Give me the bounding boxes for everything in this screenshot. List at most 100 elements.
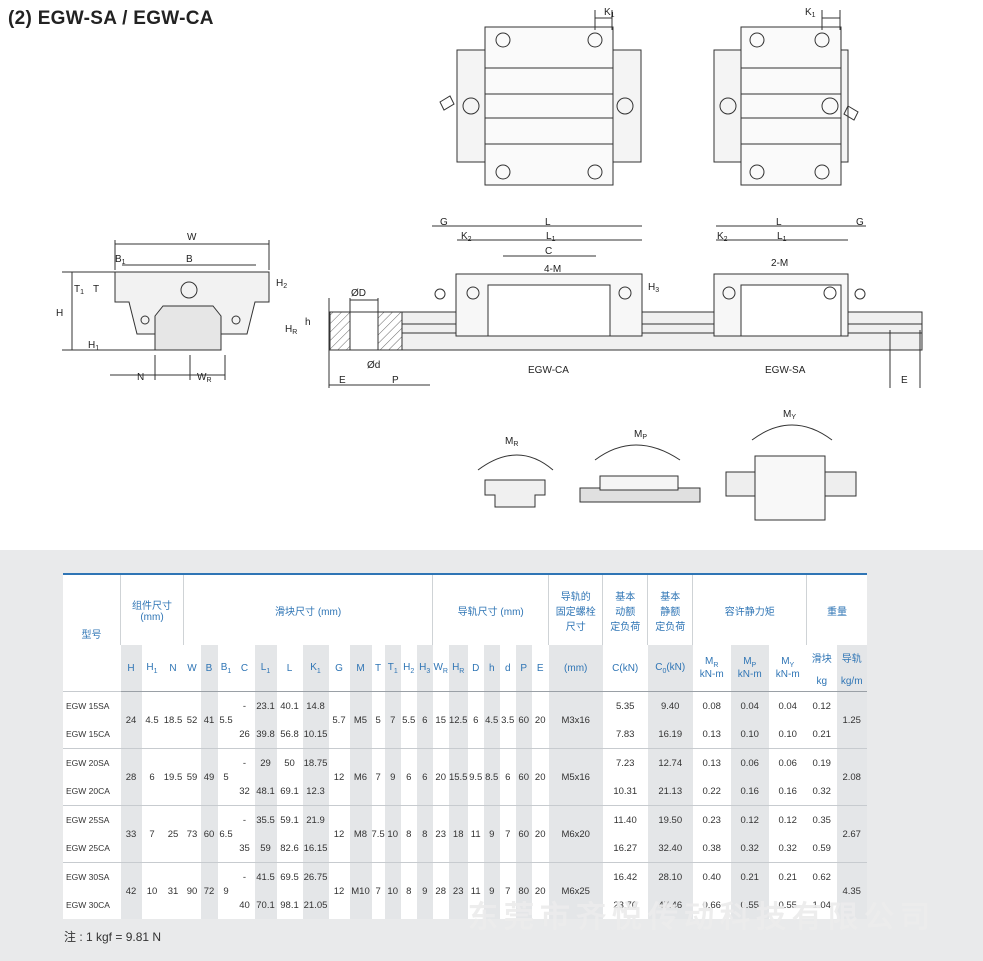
table-cell: 18.5 — [162, 691, 184, 749]
header-block: 滑块尺寸 (mm) — [182, 573, 433, 645]
col-header: N — [162, 645, 184, 692]
table-cell: 12.5 — [448, 691, 468, 749]
table-cell: 69.1 — [280, 785, 299, 797]
table-cell: 3.5 — [499, 691, 516, 749]
table-cell: 0.13 — [692, 748, 731, 777]
label-k1-left: K1 — [604, 7, 615, 19]
side-view — [401, 225, 923, 388]
table-cell: 60 — [515, 748, 532, 806]
col-header: L1 — [254, 645, 277, 692]
table-cell: 28 — [432, 862, 449, 919]
col-header: D — [467, 645, 484, 692]
table-cell: 52 — [183, 691, 201, 749]
table-cell: 0.66 — [702, 899, 721, 911]
table-cell: EGW 30CA — [66, 900, 110, 910]
table-cell: 0.10 — [778, 728, 797, 740]
header-dynamic: 基本 动额 定负荷 — [602, 573, 648, 645]
table-cell: 6 — [467, 691, 484, 749]
table-cell: 7.23 — [602, 748, 648, 777]
table-cell: 20 — [432, 748, 449, 806]
table-cell: 33 — [120, 805, 142, 863]
col-header: HR — [448, 645, 468, 692]
label-h3: H3 — [648, 282, 659, 294]
table-cell: 40.1 — [276, 691, 303, 720]
table-cell: 23 — [432, 805, 449, 863]
table-cell: 8 — [400, 862, 417, 919]
table-cell: 7 — [499, 805, 516, 863]
table-cell: 2.67 — [836, 805, 867, 863]
table-cell: 12.3 — [302, 777, 329, 806]
table-cell: M6x20 — [548, 805, 603, 863]
table-cell: 0.19 — [806, 748, 837, 777]
table-cell: 7 — [384, 691, 401, 749]
table-cell: 0.06 — [768, 748, 807, 777]
table-cell: 8.5 — [483, 748, 500, 806]
table-cell: 9.5 — [467, 748, 484, 806]
col-header: C(kN) — [602, 645, 648, 692]
col-header: C — [234, 645, 255, 692]
table-cell: 12 — [328, 748, 350, 806]
table-cell: 20 — [531, 862, 549, 919]
table-cell: 11 — [467, 805, 484, 863]
table-cell: 16.19 — [647, 720, 693, 749]
table-cell: 90 — [183, 862, 201, 919]
table-cell: 2.08 — [836, 748, 867, 806]
col-header: T1 — [384, 645, 401, 692]
table-cell: 0.32 — [730, 834, 769, 863]
col-header: H3 — [416, 645, 433, 692]
header-moment: 容许静力矩 — [692, 573, 807, 645]
col-header: E — [531, 645, 549, 692]
table-cell: 10 — [384, 862, 401, 919]
col-header: W — [183, 645, 201, 692]
table-cell: 25 — [162, 805, 184, 863]
table-cell: 28.10 — [647, 862, 693, 891]
table-cell: M10 — [349, 862, 372, 919]
header-assembly: 组件尺寸(mm) — [120, 573, 184, 645]
label-k2-left: K2 — [461, 231, 472, 243]
table-cell: 6.5 — [217, 805, 235, 863]
table-cell: 23.1 — [254, 691, 277, 720]
table-cell: M5x16 — [548, 748, 603, 806]
table-cell: 11 — [467, 862, 484, 919]
table-cell: 10.15 — [302, 720, 329, 749]
col-header: (mm) — [548, 645, 603, 692]
table-cell: 26 — [239, 728, 250, 740]
label-l1-left: L1 — [546, 231, 556, 243]
table-cell: 80 — [515, 862, 532, 919]
label-od: ØD — [351, 288, 366, 299]
table-cell: EGW 15CA — [66, 729, 110, 739]
label-mp: MP — [634, 429, 647, 441]
table-cell: 16.42 — [602, 862, 648, 891]
table-cell: 0.35 — [806, 805, 837, 834]
table-cell: - — [234, 862, 255, 891]
header-bolt: 导轨的 固定螺栓 尺寸 — [548, 573, 603, 645]
table-cell: 40 — [239, 899, 250, 911]
table-cell: EGW 25SA — [63, 805, 121, 834]
table-cell: 41 — [200, 691, 218, 749]
table-cell: 35.5 — [254, 805, 277, 834]
label-w: W — [187, 232, 197, 243]
label-my: MY — [783, 409, 796, 421]
table-cell: EGW 20CA — [66, 786, 110, 796]
table-cell: 56.8 — [280, 728, 299, 740]
table-cell: 21.9 — [302, 805, 329, 834]
label-d-small: Ød — [367, 360, 380, 371]
table-cell: 12 — [328, 805, 350, 863]
table-cell: 31 — [162, 862, 184, 919]
col-header: G — [328, 645, 350, 692]
table-cell: 6 — [400, 748, 417, 806]
table-cell: 0.12 — [806, 691, 837, 720]
table-cell: 6 — [416, 691, 433, 749]
table-cell: 0.40 — [692, 862, 731, 891]
table-cell: 0.55 — [730, 891, 769, 919]
label-l1-right: L1 — [777, 231, 787, 243]
table-cell: M5 — [349, 691, 372, 749]
col-header: H2 — [400, 645, 417, 692]
table-cell: 0.23 — [692, 805, 731, 834]
label-g-left: G — [440, 217, 448, 228]
col-header: H — [120, 645, 142, 692]
